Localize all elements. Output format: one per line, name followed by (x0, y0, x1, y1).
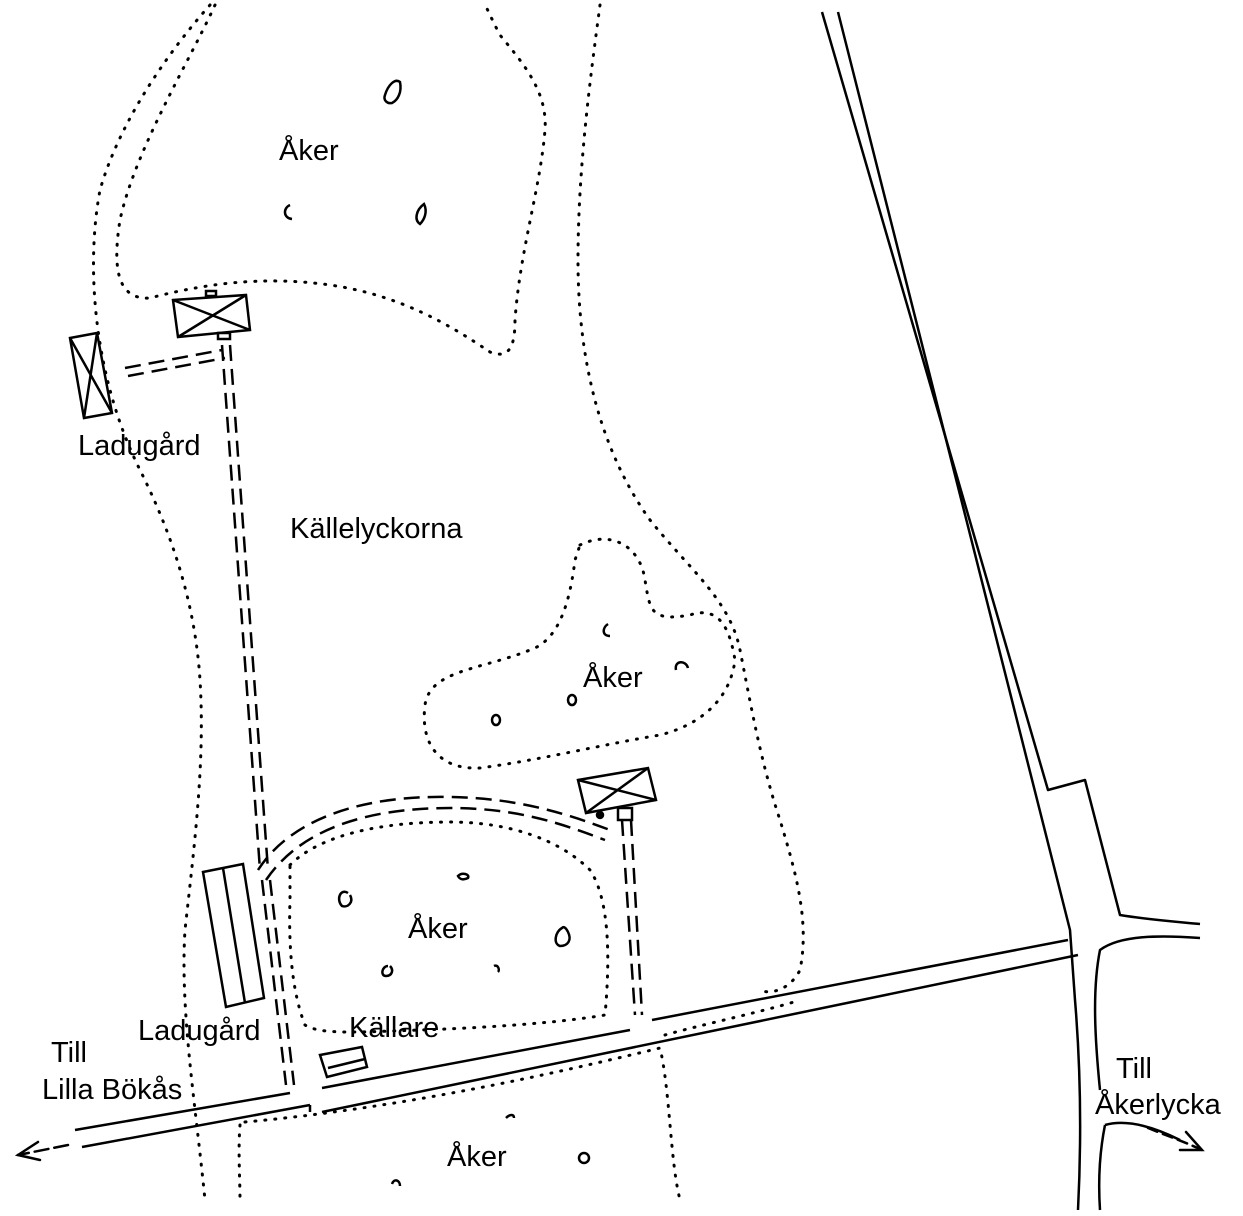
label-akerlycka: Åkerlycka (1095, 1088, 1222, 1121)
road-main-north-edge (74, 938, 1069, 1132)
field-boundary-south (237, 1123, 242, 1202)
road-diagonal-inner (836, 11, 1082, 1211)
field-boundary-south-3 (663, 998, 802, 1037)
track-north-west-2 (127, 356, 226, 378)
track-curve-a (256, 795, 611, 871)
label-aker-north: Åker (279, 134, 339, 167)
track-east-b (629, 819, 644, 1016)
label-aker-mid: Åker (583, 661, 643, 694)
stone-marker (415, 202, 427, 226)
road-to-akerlycka-curve (1104, 1121, 1181, 1142)
building-north (171, 289, 252, 341)
stone-marker (602, 622, 611, 638)
stone-marker (674, 661, 690, 671)
track-curve-b (264, 806, 606, 881)
field-boundary-mid (422, 537, 737, 770)
field-boundary-west (92, 3, 212, 1202)
road-east-spur-2 (1098, 1124, 1107, 1211)
arrow-east-icon (1146, 1126, 1205, 1152)
stone-marker (456, 872, 470, 881)
stone-marker (381, 964, 394, 978)
building-ladugard-south (201, 862, 266, 1009)
building-kallare (318, 1045, 369, 1079)
label-lilla-bokas: Lilla Bökås (42, 1074, 182, 1106)
label-ladugard-south: Ladugård (138, 1015, 261, 1047)
label-aker-center: Åker (408, 912, 468, 945)
stone-marker (390, 1179, 402, 1187)
field-boundary-east (576, 3, 805, 994)
stone-marker (383, 79, 402, 105)
stone-marker (505, 1113, 516, 1119)
stone-marker (577, 1151, 591, 1165)
label-kallare: Källare (349, 1012, 439, 1044)
stone-marker (493, 964, 501, 973)
label-till-east: Till (1116, 1053, 1152, 1085)
stone-marker (566, 693, 578, 707)
road-diagonal-outer (820, 11, 1201, 926)
label-till-west: Till (51, 1037, 87, 1069)
track-vertical-a (220, 344, 262, 871)
label-ladugard-north: Ladugård (78, 430, 201, 462)
arrow-west-icon (14, 1140, 70, 1162)
stone-marker (337, 890, 353, 908)
building-east (576, 766, 658, 822)
label-aker-south: Åker (447, 1140, 507, 1173)
road-east-spur (1093, 935, 1201, 1091)
track-to-road-b (268, 879, 296, 1086)
track-vertical-b (228, 344, 270, 871)
building-ladugard-north (68, 331, 114, 420)
label-kallelyckorna: Källelyckorna (290, 513, 463, 545)
track-north-west (124, 348, 223, 370)
stone-marker (554, 925, 571, 948)
stone-marker (283, 203, 293, 221)
stone-marker (490, 713, 502, 727)
track-to-road-a (260, 879, 288, 1086)
field-boundary-south-2 (243, 1046, 682, 1202)
track-east-a (620, 819, 637, 1016)
road-main-south-edge (81, 953, 1079, 1149)
field-boundary-center (288, 820, 610, 1034)
